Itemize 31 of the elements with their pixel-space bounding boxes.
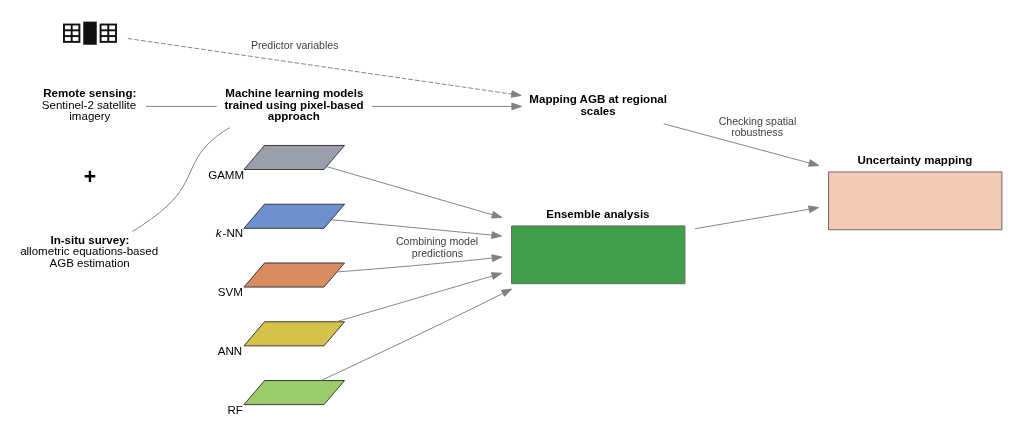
connector xyxy=(132,126,231,232)
node-label: Uncertainty mapping xyxy=(857,153,973,166)
label: + xyxy=(83,164,97,188)
arrow xyxy=(127,37,522,98)
node-box xyxy=(243,262,346,288)
arrow xyxy=(330,218,503,239)
arrow xyxy=(371,102,522,110)
arrow xyxy=(326,165,503,218)
arrow xyxy=(694,204,820,229)
arrow xyxy=(335,271,503,322)
node-label: ANN xyxy=(217,344,243,357)
node-label: k-NN xyxy=(215,226,244,239)
node-box xyxy=(243,379,346,405)
arrow xyxy=(663,122,820,167)
node-text: Mapping AGB at regional scales xyxy=(529,92,667,117)
node-label: Ensemble analysis xyxy=(546,207,650,220)
node-box xyxy=(243,203,346,229)
connector xyxy=(145,105,218,107)
node-box xyxy=(243,320,346,346)
node-text: Machine learning models trained using pixel-based approach xyxy=(224,86,364,122)
edge-label: Checking spatial robustness xyxy=(718,114,797,138)
edge-label: Predictor variables xyxy=(250,38,339,51)
arrow xyxy=(336,253,503,272)
node-label: SVM xyxy=(217,285,243,298)
node-text: In-situ survey: allometric equations-based AGB estimation xyxy=(20,233,159,269)
node-text: Remote sensing: Sentinel-2 satellite imagery xyxy=(41,86,137,122)
arrow xyxy=(320,288,513,381)
edge-label: Combining model predictions xyxy=(395,234,479,259)
node-box xyxy=(243,144,346,170)
node-label: RF xyxy=(227,403,243,416)
node-label: GAMM xyxy=(208,168,245,181)
